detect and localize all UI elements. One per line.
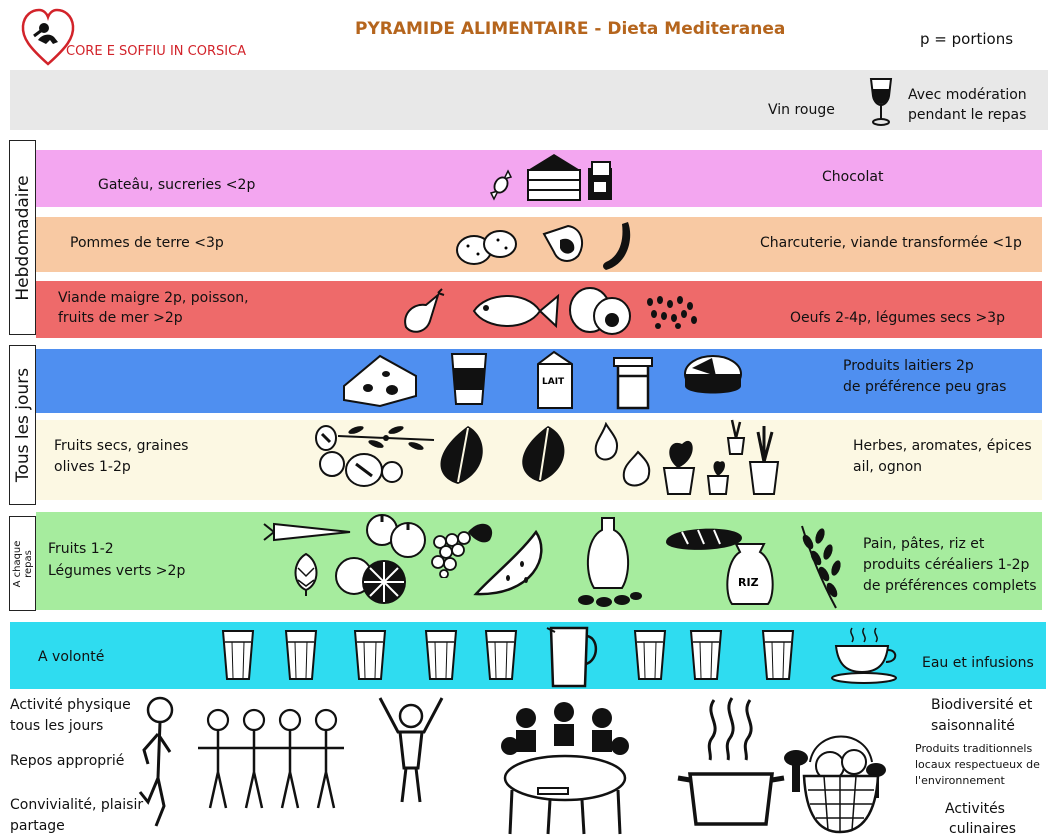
meat-label-line1: Viande maigre 2p, poisson,	[58, 290, 249, 306]
beans-icon	[644, 294, 700, 330]
biodiversity-label-line1: Biodiversité et	[931, 697, 1033, 713]
milk-carton-icon: LAIT	[532, 350, 578, 412]
water-glass-icon	[483, 628, 519, 682]
logo-text: CORE E SOFFIU IN CORSICA	[66, 44, 247, 59]
potato-label: Pommes de terre <3p	[70, 235, 224, 251]
teacup-icon	[828, 624, 908, 686]
charcuterie-label: Charcuterie, viande transformée <1p	[760, 235, 1022, 251]
nuts-label-line1: Fruits secs, graines	[54, 438, 189, 454]
running-person-icon	[134, 694, 182, 834]
fish-icon	[470, 288, 562, 334]
heart-logo-icon	[20, 6, 76, 68]
band-potato	[36, 217, 1042, 272]
eggs-icon	[566, 284, 636, 338]
water-glass-icon	[632, 628, 668, 682]
watermelon-icon	[470, 526, 546, 598]
garlic-icon	[590, 422, 660, 490]
biodiversity-label-line2: saisonnalité	[931, 718, 1015, 734]
chocolate-bar-icon	[584, 160, 616, 204]
milk-carton-text: LAIT	[542, 377, 565, 387]
rest-label: Repos approprié	[10, 753, 125, 769]
dairy-label-line1: Produits laitiers 2p	[843, 358, 974, 374]
side-label-each-meal: A chaque repas	[9, 516, 36, 611]
nuts-label-line2: olives 1-2p	[54, 459, 131, 475]
potted-herbs-icon	[654, 418, 786, 498]
dairy-label-line2: de préférence peu gras	[843, 379, 1007, 395]
water-glass-icon	[760, 628, 796, 682]
convivial-label-line1: Convivialité, plaisir	[10, 797, 144, 813]
cooking-label-line2: culinaires	[949, 821, 1017, 837]
cheese-box-icon	[612, 354, 654, 412]
local-products-line2: locaux respectueux de	[915, 758, 1040, 771]
meat-label-line2: fruits de mer >2p	[58, 310, 183, 326]
wine-label: Vin rouge	[768, 102, 835, 118]
carrot-icon	[262, 518, 354, 546]
fruit-label-line2: Légumes verts >2p	[48, 563, 186, 579]
cheese-wheel-icon	[682, 350, 744, 406]
water-glass-icon	[283, 628, 319, 682]
cereals-label-line3: de préférences complets	[863, 578, 1037, 594]
family-table-icon	[490, 702, 640, 838]
tomatoes-icon	[362, 512, 430, 560]
herbs-label-line2: ail, ognon	[853, 459, 923, 475]
fruit-label-line1: Fruits 1-2	[48, 541, 114, 557]
eggs-legumes-label: Oeufs 2-4p, légumes secs >3p	[790, 310, 1005, 326]
cheering-person-icon	[376, 694, 446, 806]
local-products-line3: l'environnement	[915, 774, 1005, 787]
water-left-label: A volonté	[38, 649, 105, 665]
page-title: PYRAMIDE ALIMENTAIRE - Dieta Mediteranea	[355, 19, 786, 39]
chocolate-label: Chocolat	[822, 169, 884, 185]
group-of-people-icon	[196, 708, 346, 816]
sausage-icon	[598, 218, 640, 274]
orange-icon	[334, 548, 412, 608]
water-glass-icon	[688, 628, 724, 682]
rice-bag-icon: RIZ	[722, 538, 778, 608]
activity-label-line2: tous les jours	[10, 718, 104, 734]
olive-branch-icon	[336, 420, 436, 454]
activity-label-line1: Activité physique	[10, 697, 131, 713]
nuts-icon	[312, 420, 404, 490]
grapes-icon	[424, 512, 504, 578]
cereals-label-line1: Pain, pâtes, riz et	[863, 536, 985, 552]
local-products-line1: Produits traditionnels	[915, 742, 1033, 755]
wine-glass-icon	[868, 76, 894, 128]
artichoke-icon	[290, 550, 322, 598]
water-right-label: Eau et infusions	[922, 655, 1034, 671]
cheese-wedge-icon	[340, 350, 420, 410]
candy-icon	[486, 165, 516, 203]
water-glass-icon	[352, 628, 388, 682]
wine-note-line2: pendant le repas	[908, 107, 1027, 123]
bread-icon	[662, 520, 746, 556]
cooking-label-line1: Activités	[945, 801, 1005, 817]
sweets-label: Gateâu, sucreries <2p	[98, 177, 256, 193]
chicken-leg-icon	[398, 287, 446, 337]
water-jug-icon	[543, 624, 601, 690]
wheat-icon	[792, 522, 854, 610]
vegetable-basket-icon	[776, 718, 896, 836]
rice-bag-text: RIZ	[738, 576, 759, 589]
olive-oil-icon	[572, 516, 646, 610]
cereals-label-line2: produits céréaliers 1-2p	[863, 557, 1030, 573]
potatoes-icon	[454, 222, 520, 270]
cooking-pot-icon	[676, 696, 786, 832]
herbs-label-line1: Herbes, aromates, épices	[853, 438, 1032, 454]
convivial-label-line2: partage	[10, 818, 65, 834]
wine-note-line1: Avec modération	[908, 87, 1027, 103]
side-label-daily: Tous les jours	[9, 345, 36, 505]
ham-icon	[538, 222, 588, 266]
basil-leaves-icon	[428, 420, 588, 490]
yogurt-cup-icon	[448, 350, 490, 408]
cake-icon	[524, 148, 584, 204]
water-glass-icon	[423, 628, 459, 682]
water-glass-icon	[220, 628, 256, 682]
side-label-weekly: Hebdomadaire	[9, 140, 36, 335]
portions-legend: p = portions	[920, 30, 1014, 48]
